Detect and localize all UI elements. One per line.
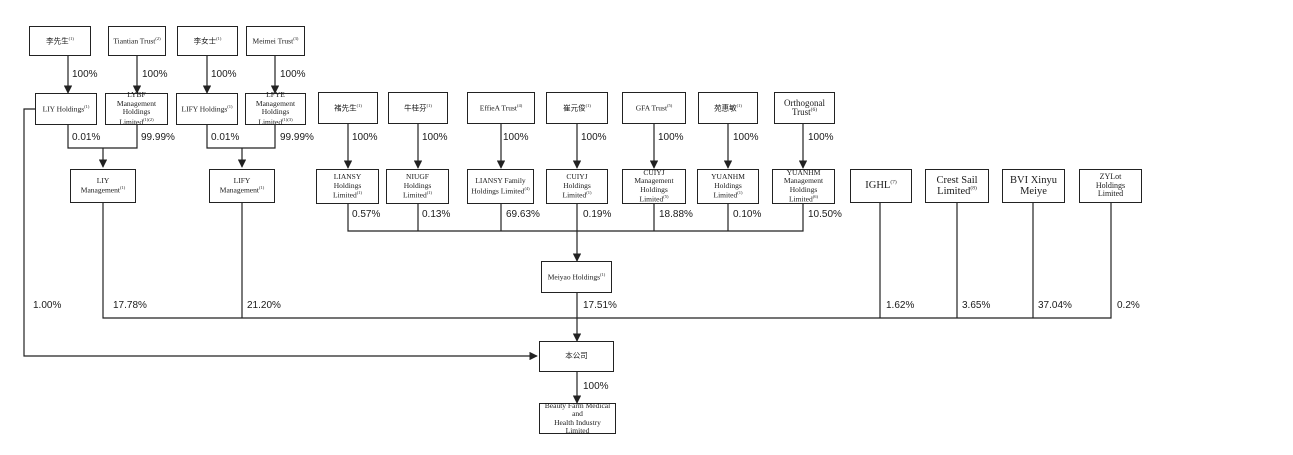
pct-yuan-to-yuanhm: 100%	[733, 132, 759, 143]
pct-yuanhm-mgmt-to-meiyao: 10.50%	[808, 209, 842, 220]
pct-yuanhm-to-meiyao: 0.10%	[733, 209, 762, 220]
entity-liansy-holdings: LIANSY Holdings Limited(1)	[316, 169, 379, 204]
entity-lybf-management: LYBF Management Holdings Limited(1)(2)	[105, 91, 168, 126]
pct-ms-li-to-lify: 100%	[211, 69, 237, 80]
entity-mr-li: 李先生(1)	[29, 26, 91, 56]
pct-tiantian-to-lybf: 100%	[142, 69, 168, 80]
entity-yuanhm-management: YUANHM Management Holdings Limited(6)	[772, 168, 835, 204]
pct-lfye-to-lify-mgmt: 99.99%	[280, 132, 314, 143]
pct-mr-li-to-liy: 100%	[72, 69, 98, 80]
entity-crest-sail: Crest Sail Limited(8)	[925, 169, 989, 203]
pct-orthogonal-to-yuanhm-mgmt: 100%	[808, 132, 834, 143]
entity-cuiyj-management: CUIYJ Management Holdings Limited(5)	[622, 168, 686, 204]
entity-zylot-holdings: ZYLot Holdings Limited	[1079, 169, 1142, 203]
pct-liy-to-liy-mgmt: 0.01%	[72, 132, 101, 143]
pct-company-to-beauty-farm: 100%	[583, 381, 609, 392]
pct-liy-mgmt-to-company: 17.78%	[113, 300, 147, 311]
pct-chu-to-liansy: 100%	[352, 132, 378, 143]
entity-liy-holdings: LIY Holdings(1)	[35, 93, 97, 125]
entity-cui-yuanjun: 崔元俊(1)	[546, 92, 608, 124]
pct-bvi-xinyu-to-company: 37.04%	[1038, 300, 1072, 311]
entity-ighl: IGHL(7)	[850, 169, 912, 203]
pct-meiyao-to-company: 17.51%	[583, 300, 617, 311]
entity-tiantian-trust: Tiantian Trust(2)	[108, 26, 166, 56]
entity-yuan-huimin: 苑惠敏(1)	[698, 92, 758, 124]
pct-effiea-to-family: 100%	[503, 132, 529, 143]
pct-niu-to-niugf: 100%	[422, 132, 448, 143]
pct-gfa-to-cuiyj-mgmt: 100%	[658, 132, 684, 143]
entity-yuanhm-holdings: YUANHM Holdings Limited(1)	[697, 169, 759, 204]
pct-liansy-to-meiyao: 0.57%	[352, 209, 381, 220]
pct-lify-to-lify-mgmt: 0.01%	[211, 132, 240, 143]
pct-lybf-to-liy-mgmt: 99.99%	[141, 132, 175, 143]
entity-lify-management: LIFY Management(1)	[209, 169, 275, 203]
entity-niugf-holdings: NIUGF Holdings Limited(1)	[386, 169, 449, 204]
pct-ighl-to-company: 1.62%	[886, 300, 915, 311]
entity-meimei-trust: Meimei Trust(3)	[246, 26, 305, 56]
entity-cuiyj-holdings: CUIYJ Holdings Limited(1)	[546, 169, 608, 204]
entity-liy-management: LIY Management(1)	[70, 169, 136, 203]
entity-niu-guifen: 牛桂芬(1)	[388, 92, 448, 124]
pct-zylot-to-company: 0.2%	[1117, 300, 1140, 311]
pct-liy-holdings-to-company: 1.00%	[33, 300, 62, 311]
entity-liansy-family-holdings: LIANSY Family Holdings Limited(4)	[467, 169, 534, 204]
entity-lify-holdings: LIFY Holdings(1)	[176, 93, 238, 125]
pct-lify-mgmt-to-company: 21.20%	[247, 300, 281, 311]
entity-effiea-trust: EffieA Trust(4)	[467, 92, 535, 124]
entity-gfa-trust: GFA Trust(5)	[622, 92, 686, 124]
entity-beauty-farm: Beauty Farm Medical and Health Industry …	[539, 401, 616, 435]
entity-orthogonal-trust: Orthogonal Trust(6)	[774, 92, 835, 124]
pct-cuiyj-to-meiyao: 0.19%	[583, 209, 612, 220]
pct-meimei-to-lfye: 100%	[280, 69, 306, 80]
pct-niugf-to-meiyao: 0.13%	[422, 209, 451, 220]
pct-crest-sail-to-company: 3.65%	[962, 300, 991, 311]
entity-mr-chu: 褚先生(1)	[318, 92, 378, 124]
entity-bvi-xinyu-meiye: BVI Xinyu Meiye	[1002, 169, 1065, 203]
pct-family-to-meiyao: 69.63%	[506, 209, 540, 220]
entity-ms-li: 李女士(1)	[177, 26, 238, 56]
entity-meiyao-holdings: Meiyao Holdings(1)	[541, 261, 612, 293]
pct-cuiyj-mgmt-to-meiyao: 18.88%	[659, 209, 693, 220]
pct-cui-to-cuiyj: 100%	[581, 132, 607, 143]
entity-company: 本公司	[539, 341, 614, 372]
entity-lfye-management: LFYE Management Holdings Limited(1)(3)	[245, 91, 306, 126]
